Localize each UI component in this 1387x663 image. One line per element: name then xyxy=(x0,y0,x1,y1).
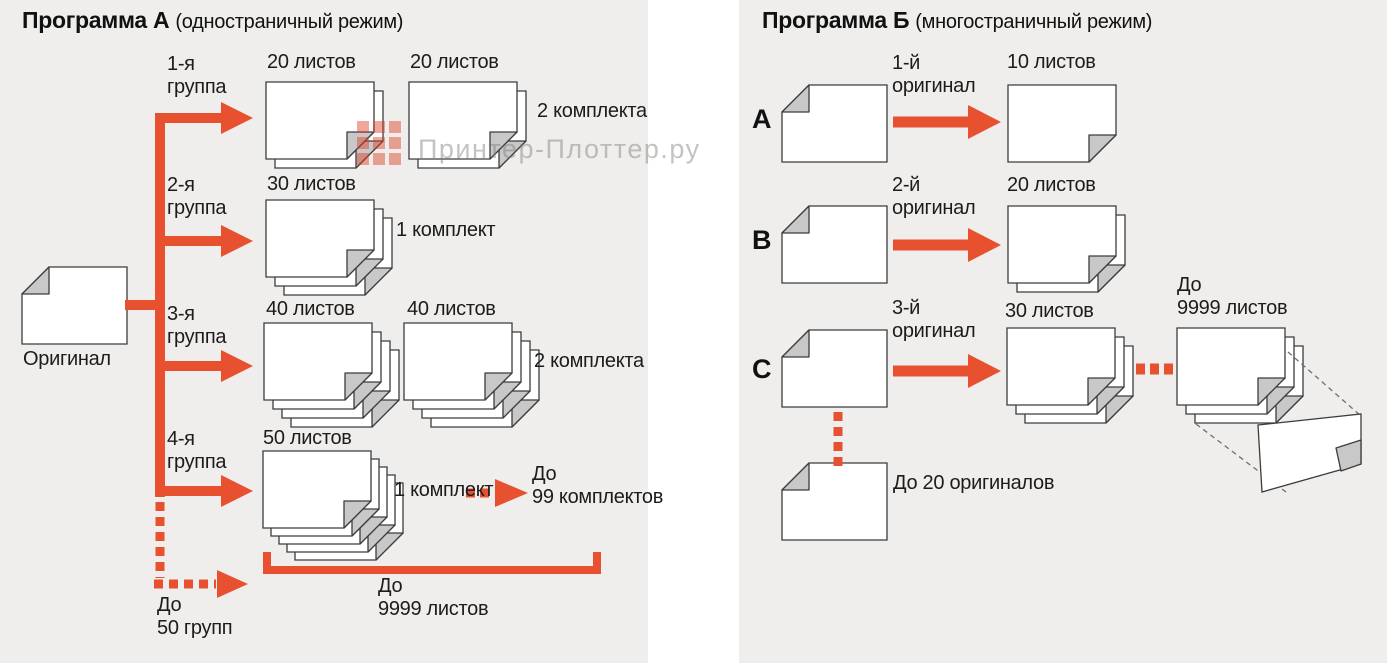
panel-b-title: Программа Б (многостраничный режим) xyxy=(762,7,1152,35)
row-a-letter: A xyxy=(752,104,772,134)
row-b-letter: B xyxy=(752,225,772,255)
copy-sheet-10 xyxy=(1007,84,1117,163)
copies-20-label: 20 листов xyxy=(1007,174,1096,196)
sheet-stack-20b xyxy=(408,81,527,169)
panel-b-title-sub: (многостраничный режим) xyxy=(915,11,1153,33)
copy-stack-9999 xyxy=(1176,327,1304,424)
max-originals-label: До 20 оригиналов xyxy=(893,472,1055,494)
original-2-label: 2-й оригинал xyxy=(892,174,976,219)
stack-40a-label: 40 листов xyxy=(266,298,355,320)
max-sets-label: До 99 комплектов xyxy=(532,463,664,508)
original-label: Оригинал xyxy=(23,348,111,370)
group-4-label: 4-я группа xyxy=(167,428,227,473)
group-1-label: 1-я группа xyxy=(167,53,227,98)
panel-b-title-main: Программа Б xyxy=(762,7,910,33)
max-sheets-b-label: До 9999 листов xyxy=(1177,274,1288,319)
group-3-label: 3-я группа xyxy=(167,303,227,348)
originals-b xyxy=(781,84,888,541)
original-1-label: 1-й оригинал xyxy=(892,52,976,97)
flow-lines-b xyxy=(833,116,1174,466)
sheet-stack-50 xyxy=(262,450,404,561)
panel-a-title-main: Программа А xyxy=(22,7,170,33)
arrowheads-b xyxy=(968,105,1001,388)
group-2-label: 2-я группа xyxy=(167,174,227,219)
copies-10-label: 10 листов xyxy=(1007,51,1096,73)
copy-stack-30 xyxy=(1006,327,1134,424)
stack-30-label: 30 листов xyxy=(267,173,356,195)
arrowheads-a xyxy=(217,102,528,598)
stack-40b-label: 40 листов xyxy=(407,298,496,320)
copies-30-label: 30 листов xyxy=(1005,300,1094,322)
copy-stack-20 xyxy=(1007,205,1126,293)
original-document xyxy=(21,266,128,345)
original-3-label: 3-й оригинал xyxy=(892,297,976,342)
perspective-extension xyxy=(1195,351,1362,493)
sheet-stack-20a xyxy=(265,81,384,169)
stack-20b-label: 20 листов xyxy=(410,51,499,73)
total-sheets-bracket xyxy=(263,552,601,574)
panel-a-title: Программа А (одностраничный режим) xyxy=(22,7,403,35)
result-2-label: 1 комплект xyxy=(396,219,496,241)
row-c-letter: C xyxy=(752,354,772,384)
stack-50-label: 50 листов xyxy=(263,427,352,449)
max-groups-label: До 50 групп xyxy=(157,594,233,639)
result-4-label: 1 комплект xyxy=(394,479,494,501)
panel-a-title-sub: (одностраничный режим) xyxy=(175,11,404,33)
sheet-stack-40b xyxy=(403,322,540,428)
sheet-stack-30 xyxy=(265,199,393,296)
sheet-stack-40a xyxy=(263,322,400,428)
max-sheets-a-label: До 9999 листов xyxy=(378,575,489,620)
result-3-label: 2 комплекта xyxy=(534,350,644,372)
result-1-label: 2 комплекта xyxy=(537,100,647,122)
flow-lines-a xyxy=(125,113,494,589)
stack-20a-label: 20 листов xyxy=(267,51,356,73)
